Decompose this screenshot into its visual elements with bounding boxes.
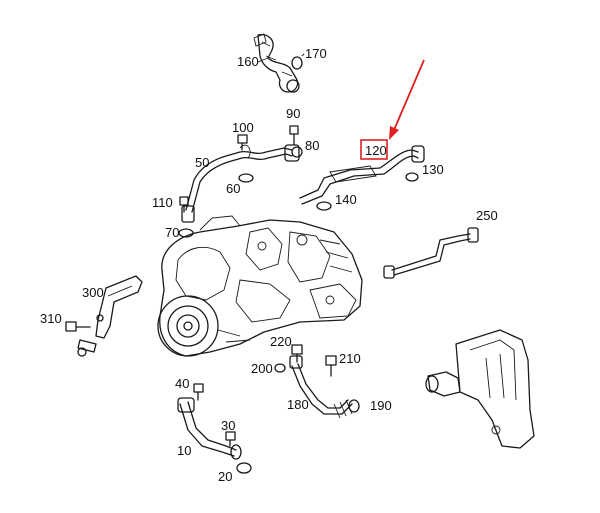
part-170-clamp	[291, 53, 305, 70]
part-10-pipe	[177, 397, 242, 460]
callout-110: 110	[152, 195, 173, 210]
part-180-line	[289, 355, 353, 419]
part-20-washer	[236, 462, 252, 474]
egr-cooler	[425, 329, 535, 449]
callout-10: 10	[177, 443, 191, 458]
callout-30: 30	[221, 418, 235, 433]
callout-100: 100	[232, 120, 254, 135]
part-130-washer	[405, 172, 419, 182]
part-190-washer	[348, 399, 360, 413]
callout-130: 130	[422, 162, 444, 177]
turbocharger-assembly	[157, 215, 363, 357]
part-100-bolt	[237, 134, 248, 151]
callout-180: 180	[287, 397, 309, 412]
callout-220: 220	[270, 334, 292, 349]
highlight-arrow	[389, 59, 425, 140]
callout-70: 70	[165, 225, 179, 240]
part-40-bolt	[193, 383, 204, 401]
callout-310: 310	[40, 311, 62, 326]
callout-210: 210	[339, 351, 361, 366]
part-200-washer	[274, 363, 286, 373]
part-220-bolt	[291, 344, 303, 363]
callout-120: 120	[365, 143, 387, 158]
part-160-hose	[253, 33, 300, 93]
part-110-bolt	[179, 196, 189, 213]
part-210-bolt	[325, 355, 337, 377]
part-250-sensor-line	[383, 227, 479, 279]
callout-80: 80	[305, 138, 319, 153]
part-30-bolt	[225, 431, 236, 447]
part-50-oil-line	[181, 144, 300, 223]
highlight-box	[360, 139, 388, 160]
callout-190: 190	[370, 398, 392, 413]
callout-60: 60	[226, 181, 240, 196]
leader-160	[257, 57, 269, 63]
callout-40: 40	[175, 376, 189, 391]
callout-250: 250	[476, 208, 498, 223]
callout-20: 20	[218, 469, 232, 484]
callout-140: 140	[335, 192, 357, 207]
callout-300: 300	[82, 285, 104, 300]
part-80-washer	[291, 146, 303, 158]
callout-50: 50	[195, 155, 209, 170]
part-300-bracket	[77, 275, 143, 357]
callout-170: 170	[305, 46, 327, 61]
part-60-washer	[238, 173, 254, 183]
callout-200: 200	[251, 361, 273, 376]
callout-160: 160	[237, 54, 259, 69]
callout-90: 90	[286, 106, 300, 121]
part-90-bolt	[289, 125, 299, 145]
part-310-bolt	[65, 321, 91, 332]
part-140-washer	[316, 201, 332, 211]
part-120-coolant-line	[299, 145, 425, 205]
